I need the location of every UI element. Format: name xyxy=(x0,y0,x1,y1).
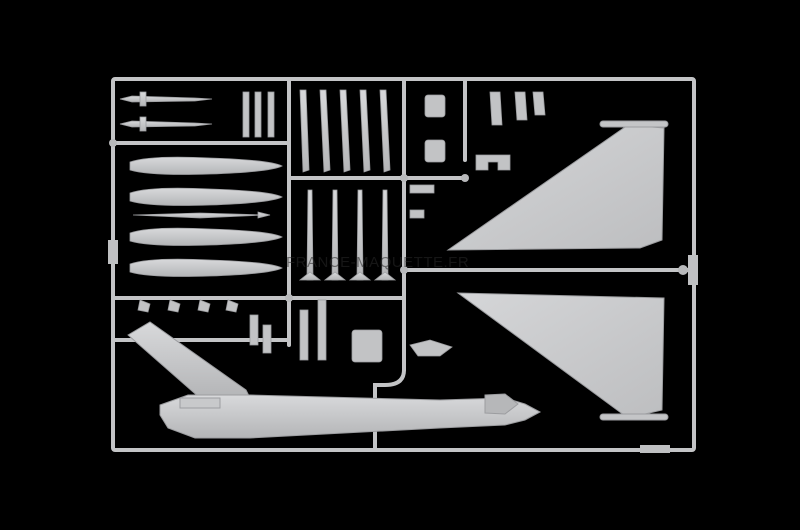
missiles-middle xyxy=(298,189,397,281)
upper-wing xyxy=(446,124,665,251)
seat-parts xyxy=(299,299,453,363)
sprue-nubs xyxy=(109,139,688,302)
frame-tabs xyxy=(108,240,698,453)
pylon-parts xyxy=(299,89,391,173)
fuselage-part xyxy=(127,321,542,439)
small-parts-right xyxy=(409,91,546,219)
sprue-frame xyxy=(111,77,696,452)
lower-wing xyxy=(456,292,665,419)
small-parts-left xyxy=(137,91,275,354)
fuel-tanks xyxy=(129,156,283,277)
missile-parts xyxy=(119,91,213,132)
wing-parts xyxy=(446,120,669,421)
